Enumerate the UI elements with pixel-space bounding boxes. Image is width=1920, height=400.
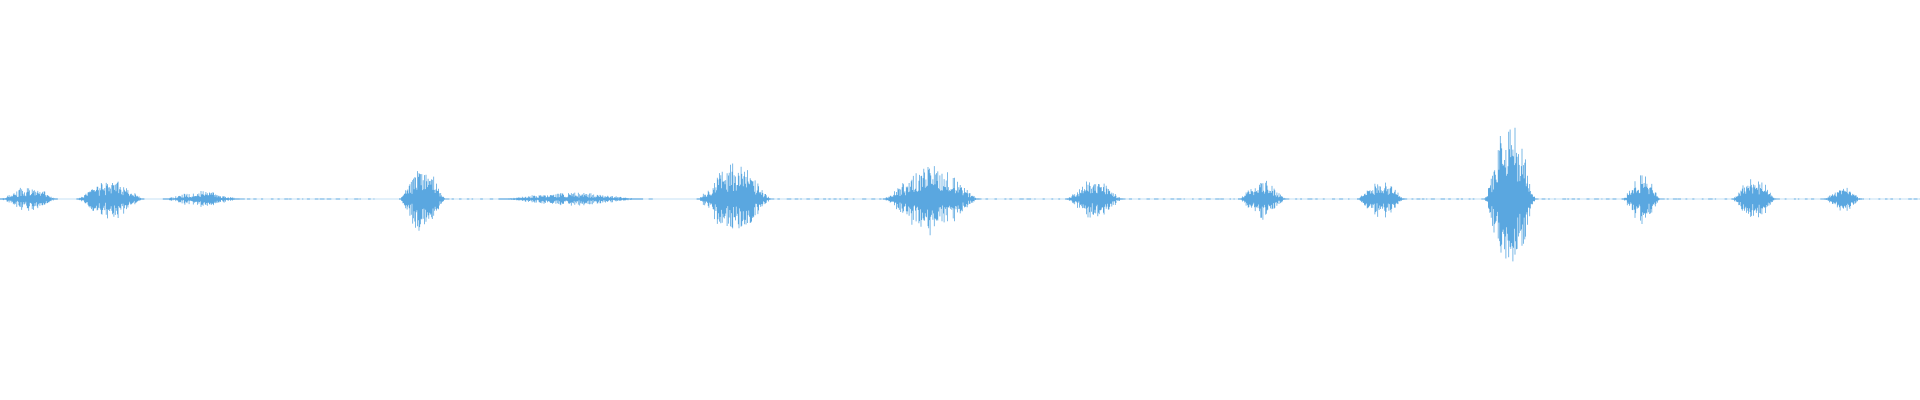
waveform-burst (0, 187, 58, 211)
waveform-burst (162, 191, 240, 207)
waveform-burst (76, 181, 145, 219)
waveform-burst (1731, 179, 1777, 218)
waveform-burst (399, 171, 446, 231)
waveform-burst (696, 163, 772, 229)
waveform-burst (882, 166, 980, 236)
waveform-burst (498, 192, 644, 206)
waveform-burst (1238, 180, 1287, 220)
waveform-burst (1483, 127, 1537, 262)
waveform-burst (1357, 182, 1406, 218)
waveform-bursts (0, 127, 1863, 262)
waveform-burst (1065, 181, 1124, 218)
waveform-burst (1622, 175, 1661, 224)
waveform-burst (1823, 187, 1863, 211)
